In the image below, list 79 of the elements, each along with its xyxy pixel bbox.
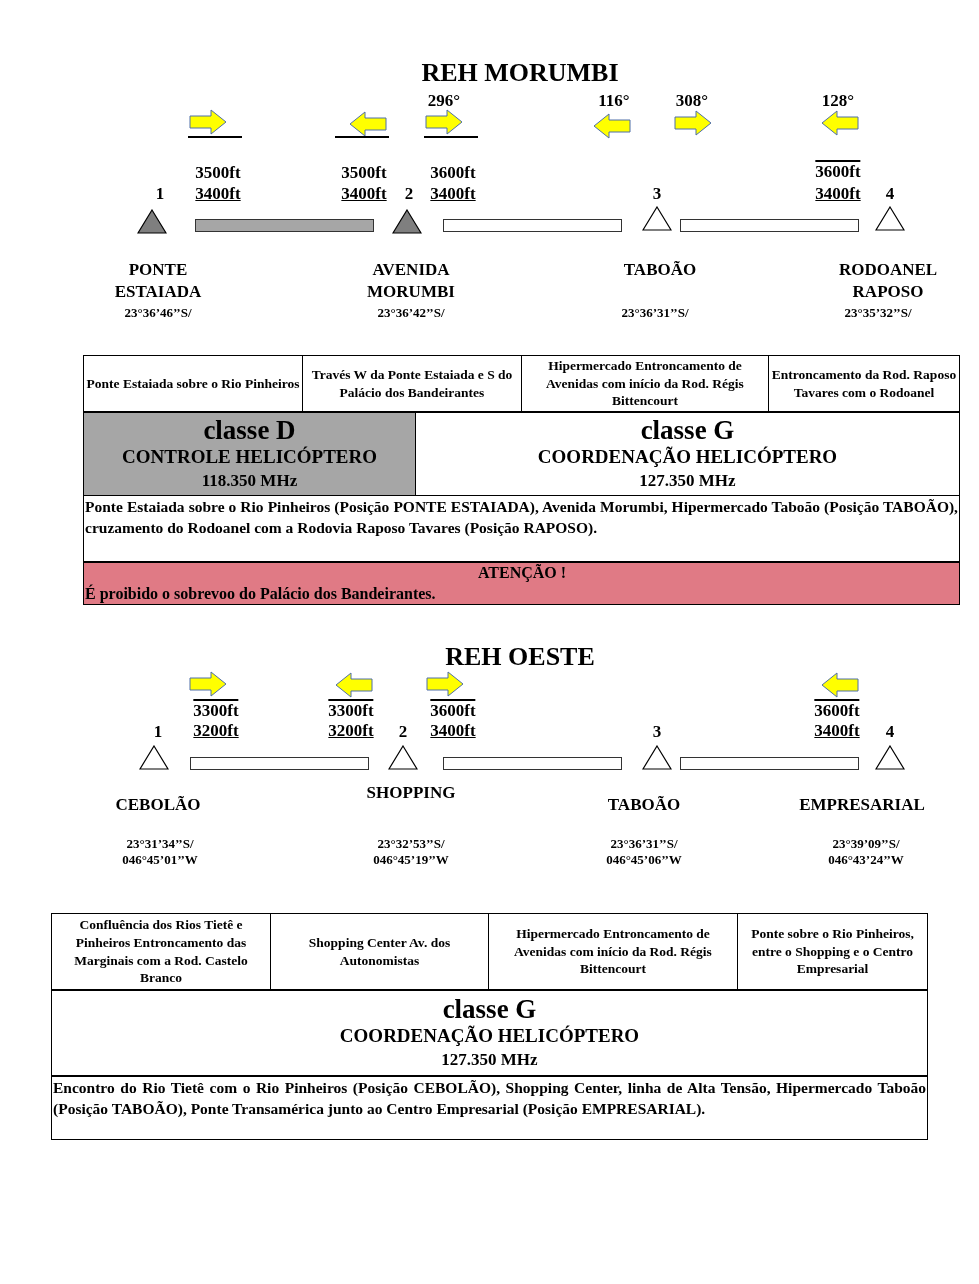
route-segment-bar: [443, 219, 622, 232]
waypoint-triangle: [642, 206, 672, 231]
waypoint-coordinates: 23°36’31’’S/ 046°45’06’’W: [605, 836, 683, 869]
route-segment-bar: [195, 219, 374, 232]
control-unit: COORDENAÇÃO HELICÓPTERO: [537, 445, 838, 470]
waypoint-number: 1: [155, 184, 165, 204]
airspace-class: classe G: [442, 994, 537, 1024]
section-heading: REH OESTE: [445, 642, 595, 672]
radio-frequency: 127.350 MHz: [639, 469, 736, 492]
waypoint-name: TABOÃO: [622, 259, 698, 281]
waypoint-coordinates: 23°36’31’’S/: [620, 305, 690, 322]
waypoint-name: AVENIDA MORUMBI: [366, 259, 456, 304]
waypoint-name: EMPRESARIAL: [798, 794, 926, 816]
altitude-label: 3400ft: [341, 184, 387, 204]
waypoint-name: PONTE ESTAIADA: [113, 259, 203, 304]
waypoint-triangle: [642, 745, 672, 770]
waypoint-triangle: [139, 745, 169, 770]
waypoint-name: RODOANEL RAPOSO: [837, 259, 939, 304]
waypoint-number: 4: [885, 722, 895, 742]
airspace-class-panel: [51, 990, 928, 1076]
radio-frequency: 127.350 MHz: [441, 1048, 538, 1071]
altitude-label: 3600ft: [430, 699, 476, 721]
waypoint-coordinates: 23°39’09’’S/ 046°43’24’’W: [827, 836, 905, 869]
waypoint-triangle: [875, 745, 905, 770]
control-unit: CONTROLE HELICÓPTERO: [122, 445, 377, 470]
airspace-class-panel: [83, 412, 416, 496]
waypoint-coordinates: 23°36’46’’S/: [123, 305, 193, 322]
heading-degrees: 116°: [598, 91, 630, 111]
heading-degrees: 128°: [821, 91, 855, 111]
route-description: Encontro do Rio Tietê com o Rio Pinheiros (Posição CEBOLÃO), Shopping Center, linha de Alta Tensão, Hipermercado Taboão (Posição TABOÃO), Ponte Transamérica junto ao Centro Empresarial (Posição EMPRESARIAL).: [51, 1076, 928, 1140]
altitude-label: 3200ft: [328, 721, 374, 741]
waypoint-coordinates: 23°31’34’’S/ 046°45’01’’W: [121, 836, 199, 869]
waypoint-triangle: [392, 209, 422, 234]
altitude-label: 3400ft: [814, 721, 860, 741]
route-segment-bar: [680, 757, 859, 770]
waypoint-triangle: [137, 209, 167, 234]
altitude-label: 3400ft: [430, 721, 476, 741]
warning-panel: [83, 562, 960, 605]
reference-cell: Entroncamento da Rod. Raposo Tavares com o Rodoanel: [768, 355, 960, 412]
waypoint-number: 4: [885, 184, 895, 204]
waypoint-number: 3: [652, 722, 662, 742]
route-segment-bar: [190, 757, 369, 770]
altitude-label: 3500ft: [341, 163, 387, 183]
altitude-label: 3600ft: [430, 163, 476, 183]
waypoint-triangle: [388, 745, 418, 770]
warning-text: É proibido o sobrevoo do Palácio dos Bandeirantes.: [84, 583, 436, 605]
airspace-class: classe D: [203, 415, 296, 445]
section-heading: REH MORUMBI: [421, 58, 619, 88]
altitude-label: 3400ft: [815, 184, 861, 204]
heading-degrees: 308°: [675, 91, 709, 111]
waypoint-triangle: [875, 206, 905, 231]
altitude-label: 3400ft: [195, 184, 241, 204]
waypoint-name: CEBOLÃO: [114, 794, 202, 816]
altitude-label: 3300ft: [328, 699, 374, 721]
radio-frequency: 118.350 MHz: [201, 469, 298, 492]
altitude-label: 3600ft: [815, 160, 861, 182]
control-unit: COORDENAÇÃO HELICÓPTERO: [339, 1024, 640, 1049]
airspace-class-panel: [415, 412, 960, 496]
heading-degrees: 296°: [427, 91, 461, 111]
waypoint-number: 3: [652, 184, 662, 204]
altitude-label: 3600ft: [814, 699, 860, 721]
warning-heading: ATENÇÃO !: [476, 563, 567, 584]
waypoint-number: 1: [153, 722, 163, 742]
waypoint-coordinates: 23°35’32’’S/: [843, 305, 913, 322]
waypoint-number: 2: [404, 184, 414, 204]
altitude-label: 3200ft: [193, 721, 239, 741]
waypoint-coordinates: 23°32’53’’S/ 046°45’19’’W: [372, 836, 450, 869]
route-segment-bar: [443, 757, 622, 770]
altitude-label: 3500ft: [195, 163, 241, 183]
waypoint-name: TABOÃO: [606, 794, 682, 816]
reference-cell: Hipermercado Entroncamento de Avenidas com início da Rod. Régis Bittencourt: [521, 355, 769, 412]
route-segment-bar: [680, 219, 859, 232]
altitude-label: 3400ft: [430, 184, 476, 204]
airspace-class: classe G: [640, 415, 735, 445]
waypoint-number: 2: [398, 722, 408, 742]
altitude-label: 3300ft: [193, 699, 239, 721]
waypoint-name: SHOPPING: [365, 782, 457, 804]
reference-cell: Ponte sobre o Rio Pinheiros, entre o Shopping e o Centro Empresarial: [737, 913, 928, 990]
waypoint-coordinates: 23°36’42’’S/: [376, 305, 446, 322]
